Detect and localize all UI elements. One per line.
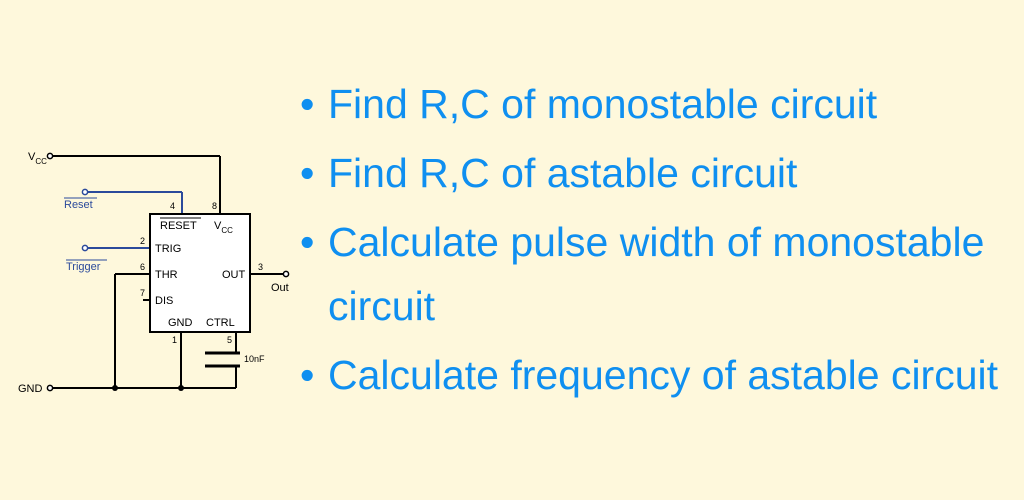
- feature-item: • Calculate pulse width of monostable ci…: [300, 210, 1000, 338]
- out-label: Out: [271, 282, 289, 294]
- out-terminal: [282, 270, 290, 278]
- trigger-label: Trigger: [66, 261, 101, 273]
- feature-text: Calculate frequency of astable circuit: [328, 352, 999, 398]
- pin-number-thr: 6: [140, 262, 145, 272]
- pin-number-out: 3: [258, 262, 263, 272]
- capacitor: [205, 351, 240, 368]
- pin-number-vcc: 8: [212, 201, 217, 211]
- pin-name-trig: TRIG: [155, 243, 181, 255]
- pin-name-out: OUT: [222, 269, 246, 281]
- feature-item: • Calculate frequency of astable circuit: [300, 343, 1000, 407]
- pin-name-dis: DIS: [155, 295, 173, 307]
- bullet-dot: •: [300, 81, 315, 127]
- pin-number-reset: 4: [170, 201, 175, 211]
- pin-name-thr: THR: [155, 269, 178, 281]
- ground-wiring: [52, 273, 237, 389]
- pin-name-ctrl: CTRL: [206, 317, 235, 329]
- trigger-terminal: [81, 244, 89, 252]
- vcc-terminal: [46, 152, 54, 160]
- pin-name-vcc: VCC: [214, 220, 233, 235]
- feature-item: • Find R,C of monostable circuit: [300, 72, 1000, 136]
- pin-number-gnd: 1: [172, 335, 177, 345]
- pin-number-ctrl: 5: [227, 335, 232, 345]
- capacitor-label: 10nF: [244, 354, 265, 364]
- feature-text: Find R,C of monostable circuit: [328, 81, 878, 127]
- feature-text: Calculate pulse width of monostable circ…: [328, 219, 985, 329]
- reset-label: Reset: [64, 199, 93, 211]
- reset-terminal: [81, 188, 89, 196]
- gnd-terminal: [46, 384, 54, 392]
- feature-item: • Find R,C of astable circuit: [300, 141, 1000, 205]
- pin-number-trig: 2: [140, 236, 145, 246]
- junction-dot: [112, 385, 118, 391]
- junction-dot: [178, 385, 184, 391]
- pin-number-dis: 7: [140, 288, 145, 298]
- bullet-dot: •: [300, 150, 315, 196]
- vcc-rail: [52, 155, 221, 214]
- pin-name-gnd: GND: [168, 317, 193, 329]
- bullet-dot: •: [300, 219, 315, 265]
- feature-list: • Find R,C of monostable circuit • Find …: [300, 72, 1000, 412]
- chip-body: [149, 213, 251, 333]
- bullet-dot: •: [300, 352, 315, 398]
- vcc-label: VCC: [28, 151, 47, 166]
- reset-wire: [87, 191, 183, 214]
- timer-555-schematic: VCC Reset Trigger GND 10nF Out 4 8: [18, 151, 290, 395]
- gnd-label: GND: [18, 383, 43, 395]
- feature-text: Find R,C of astable circuit: [328, 150, 798, 196]
- pin-name-reset: RESET: [160, 220, 197, 232]
